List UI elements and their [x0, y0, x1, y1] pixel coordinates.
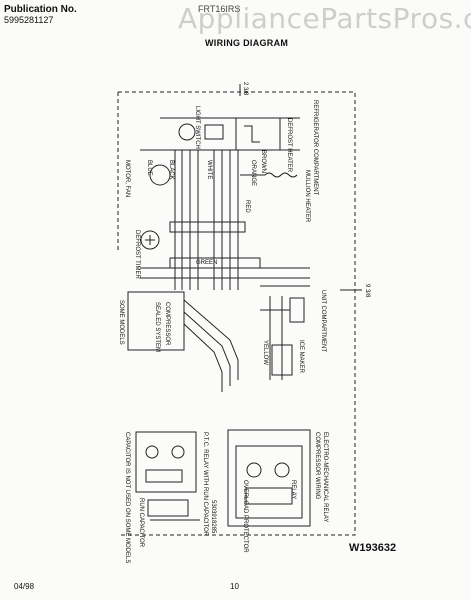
light-bulb: [178, 123, 196, 141]
label-compressor-wiring: COMPRESSOR WIRING: [314, 432, 320, 500]
ptc-relay-panel: [135, 431, 197, 493]
compressor-box: [127, 291, 185, 351]
overload-symbol: [246, 462, 262, 478]
label-overload-protector: OVERLOAD PROTECTOR: [242, 480, 248, 553]
label-refrigerator-compartment: REFRIGERATOR COMPARTMENT: [312, 100, 318, 196]
label-defrost-heater: DEFROST HEATER: [286, 118, 292, 173]
label-compressor: COMPRESSOR: [164, 302, 170, 346]
unit-connector: [289, 297, 305, 323]
defrost-heater-box: [235, 117, 281, 151]
wire-label-yellow: YELLOW: [262, 340, 268, 365]
label-electro-mechanical-relay: ELECTRO-MECHANICAL RELAY: [322, 432, 328, 522]
wire-label-red: RED: [244, 200, 250, 213]
cabinet-outline: [118, 91, 356, 536]
label-start-relay: RELAY: [290, 480, 296, 499]
label-run-capacitor: RUN CAPACITOR: [138, 498, 144, 548]
label-light-switch: LIGHT SWITCH: [194, 106, 200, 149]
mullion-heater-coil: [264, 172, 298, 178]
label-motor-fan: MOTOR, FAN: [124, 160, 130, 197]
label-dim-top: 2 3/8: [242, 82, 248, 96]
wire-label-white: WHITE: [206, 160, 212, 179]
label-dim-side: 9 3/8: [364, 284, 370, 298]
wire-label-blue: BLUE: [146, 160, 152, 176]
label-defrost-timer: DEFROST TIMER: [134, 230, 140, 279]
diagram-code: W193632: [349, 542, 397, 554]
label-icemaker: ICE MAKER: [298, 340, 304, 374]
defrost-timer-motor: [140, 230, 160, 250]
fan-motor: [149, 164, 171, 186]
wire-label-orange: ORANGE: [250, 160, 256, 186]
terminal-block-upper: [169, 221, 246, 233]
page-number: 10: [230, 582, 239, 591]
label-relay-with-run-capacitor: P.T.C. RELAY WITH RUN CAPACITOR: [202, 432, 208, 537]
label-mullion-heater: MULLION HEATER: [304, 170, 310, 223]
wire-label-green: GREEN: [196, 260, 217, 266]
publication-number: 5995281127: [4, 15, 54, 25]
diagram-title: WIRING DIAGRAM: [205, 38, 289, 48]
label-capacitor-note: CAPACITOR IS NOT USED ON SOME MODELS: [124, 432, 130, 563]
watermark-text: AppliancePartsPros.com: [178, 2, 471, 35]
label-some-models: SOME MODELS: [118, 300, 124, 345]
wire-label-black: BLACK: [168, 160, 174, 180]
wire-label-brown: BROWN: [260, 150, 266, 173]
publication-date: 04/98: [14, 582, 35, 591]
light-switch-box: [204, 124, 224, 140]
label-sealed-system: SEALED SYSTEM: [154, 302, 160, 352]
compressor-wiring-box: [227, 429, 311, 527]
label-unit-compartment: UNIT COMPARTMENT: [320, 290, 326, 352]
run-capacitor: [147, 499, 189, 517]
model-number: FRT16IRS: [198, 4, 241, 14]
label-part-ref: 5303918285: [210, 500, 216, 534]
relay-symbol: [274, 462, 290, 478]
icemaker-plug: [271, 344, 293, 376]
publication-label: Publication No.: [4, 4, 77, 15]
